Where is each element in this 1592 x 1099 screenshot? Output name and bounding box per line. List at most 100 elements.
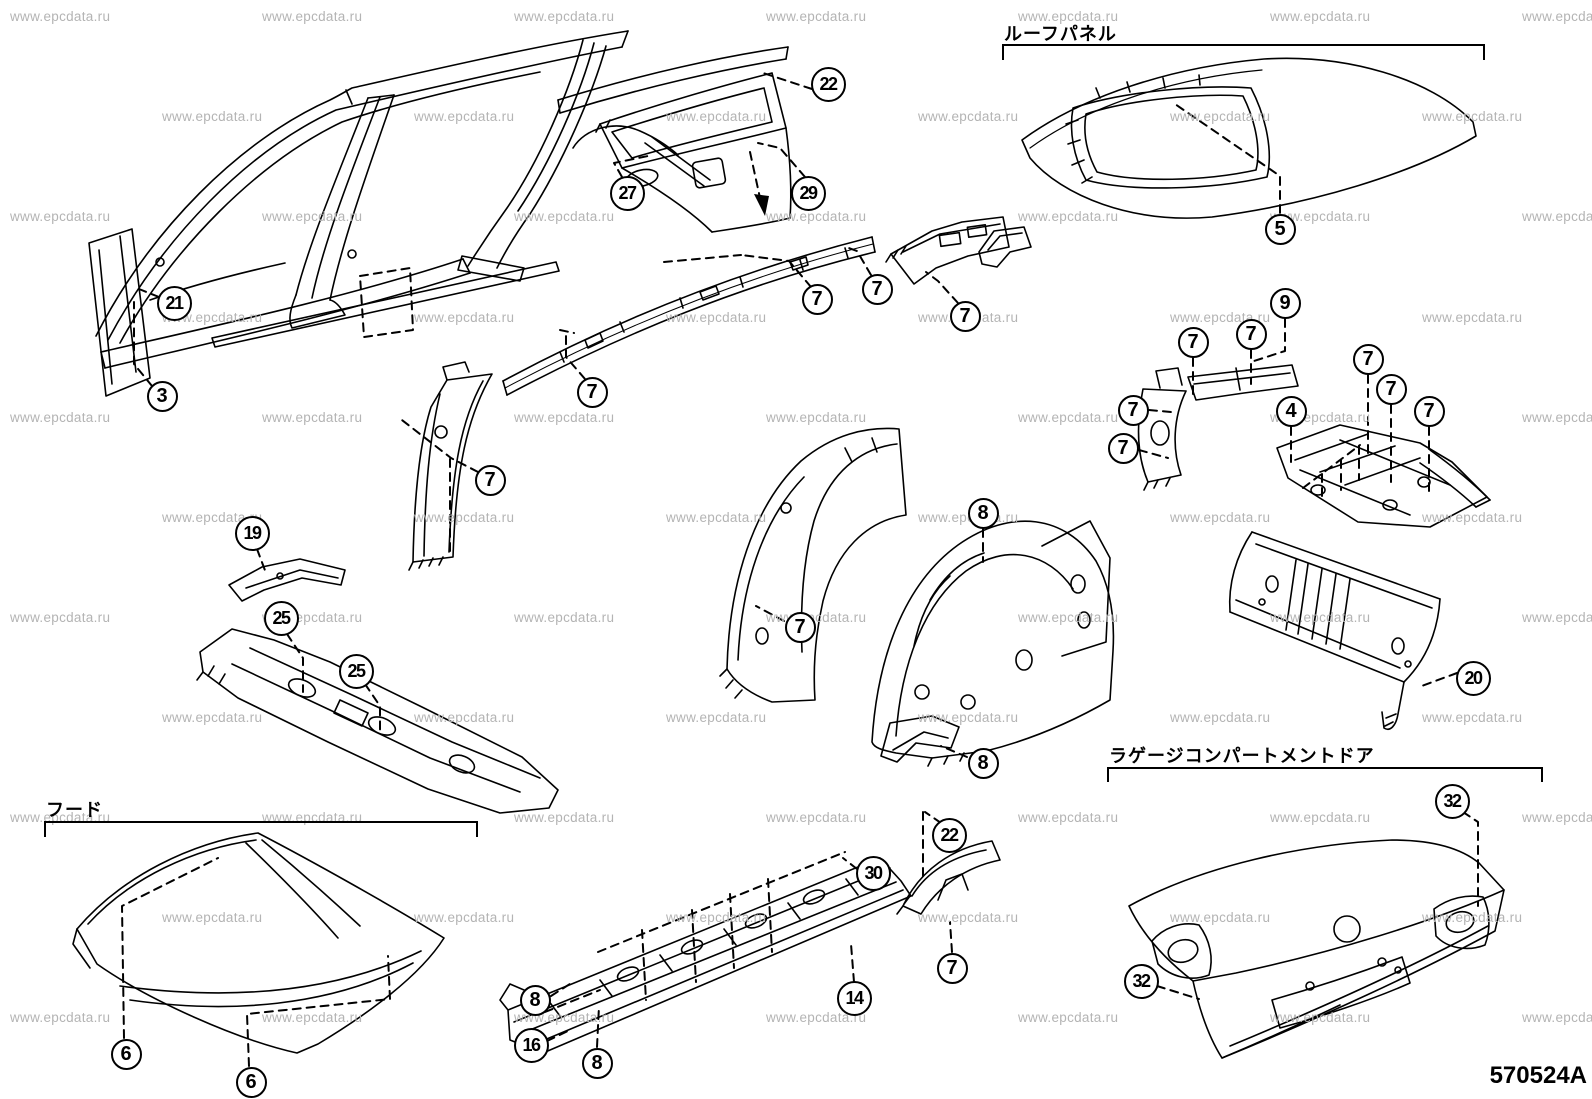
watermark-text: www.epcdata.ru [1018,209,1119,224]
watermark-text: www.epcdata.ru [1270,610,1371,625]
roof-corner-bracket [978,226,1032,268]
watermark-text: www.epcdata.ru [666,910,767,925]
callout-7[interactable]: 7 [1352,343,1384,375]
watermark-text: www.epcdata.ru [1522,810,1592,825]
quarter-inner-upper [1137,364,1299,491]
callout-14[interactable]: 14 [836,980,872,1016]
callout-8[interactable]: 8 [581,1047,613,1079]
callout-25[interactable]: 25 [263,600,299,636]
callout-27[interactable]: 27 [609,175,645,211]
section-bracket-hood [44,821,478,837]
watermark-text: www.epcdata.ru [1018,9,1119,24]
callout-7[interactable]: 7 [801,283,833,315]
watermark-text: www.epcdata.ru [414,910,515,925]
watermark-text: www.epcdata.ru [1270,209,1371,224]
watermark-text: www.epcdata.ru [414,310,515,325]
watermark-text: www.epcdata.ru [766,610,867,625]
callout-7[interactable]: 7 [1107,432,1139,464]
callout-6[interactable]: 6 [110,1038,142,1070]
watermark-text: www.epcdata.ru [1422,710,1523,725]
watermark-text: www.epcdata.ru [1522,9,1592,24]
callout-25[interactable]: 25 [338,653,374,689]
callout-7[interactable]: 7 [474,464,506,496]
cowl-panel [196,628,559,814]
callout-20[interactable]: 20 [1455,660,1491,696]
luggage-door-panel [1128,839,1505,1059]
callout-7[interactable]: 7 [1413,395,1445,427]
watermark-text: www.epcdata.ru [1018,610,1119,625]
callout-7[interactable]: 7 [1117,394,1149,426]
callout-8[interactable]: 8 [967,747,999,779]
watermark-text: www.epcdata.ru [1018,810,1119,825]
callout-4[interactable]: 4 [1275,395,1307,427]
callout-30[interactable]: 30 [855,855,891,891]
diagram-code: 570524A [1489,1062,1587,1089]
watermark-text: www.epcdata.ru [1170,109,1271,124]
watermark-text: www.epcdata.ru [10,9,111,24]
section-bracket-roof-panel [1002,44,1485,60]
watermark-text: www.epcdata.ru [1170,510,1271,525]
watermark-text: www.epcdata.ru [766,410,867,425]
callout-3[interactable]: 3 [146,380,178,412]
callout-21[interactable]: 21 [156,285,192,321]
hood-panel [72,832,445,1054]
callout-16[interactable]: 16 [513,1027,549,1063]
quarter-sail-panel [557,46,792,233]
callout-5[interactable]: 5 [1264,213,1296,245]
watermark-text: www.epcdata.ru [414,109,515,124]
watermark-text: www.epcdata.ru [1522,209,1592,224]
watermark-text: www.epcdata.ru [666,710,767,725]
leader-lines [121,72,1479,1067]
callout-7[interactable]: 7 [936,952,968,984]
callout-7[interactable]: 7 [784,611,816,643]
callout-7[interactable]: 7 [949,300,981,332]
watermark-text: www.epcdata.ru [918,910,1019,925]
roof-panel-part [1021,57,1477,219]
watermark-text: www.epcdata.ru [514,209,615,224]
callout-29[interactable]: 29 [790,175,826,211]
callout-9[interactable]: 9 [1269,287,1301,319]
section-label-hood: フード [46,800,103,820]
callout-7[interactable]: 7 [1177,326,1209,358]
roof-side-rail [502,236,876,396]
watermark-text: www.epcdata.ru [1422,310,1523,325]
callout-19[interactable]: 19 [234,515,270,551]
watermark-text: www.epcdata.ru [666,310,767,325]
watermark-text: www.epcdata.ru [162,109,263,124]
arrow-29 [754,194,769,216]
callout-7[interactable]: 7 [1235,318,1267,350]
watermark-text: www.epcdata.ru [1018,1010,1119,1025]
watermark-text: www.epcdata.ru [1522,1010,1592,1025]
front-pillar-inner [408,361,493,571]
watermark-text: www.epcdata.ru [1170,710,1271,725]
section-label-luggage-compartment-door: ラゲージコンパートメントドア [1109,746,1375,766]
watermark-text: www.epcdata.ru [514,810,615,825]
callout-32[interactable]: 32 [1123,963,1159,999]
watermark-text: www.epcdata.ru [918,109,1019,124]
watermark-text: www.epcdata.ru [10,410,111,425]
back-panel [1228,531,1441,730]
callout-22[interactable]: 22 [810,66,846,102]
watermark-text: www.epcdata.ru [1170,910,1271,925]
watermark-text: www.epcdata.ru [1270,1010,1371,1025]
watermark-text: www.epcdata.ru [918,710,1019,725]
watermark-text: www.epcdata.ru [766,9,867,24]
callout-7[interactable]: 7 [576,376,608,408]
callout-8[interactable]: 8 [967,497,999,529]
wheelhouse-gusset [880,715,960,763]
watermark-text: www.epcdata.ru [1522,410,1592,425]
callout-32[interactable]: 32 [1434,783,1470,819]
watermark-text: www.epcdata.ru [162,710,263,725]
watermark-text: www.epcdata.ru [1018,410,1119,425]
watermark-text: www.epcdata.ru [414,710,515,725]
callout-7[interactable]: 7 [1375,373,1407,405]
watermark-text: www.epcdata.ru [10,610,111,625]
watermark-text: www.epcdata.ru [262,1010,363,1025]
callout-6[interactable]: 6 [235,1066,267,1098]
callout-8[interactable]: 8 [519,984,551,1016]
callout-7[interactable]: 7 [861,273,893,305]
callout-22[interactable]: 22 [931,817,967,853]
watermark-text: www.epcdata.ru [1522,610,1592,625]
